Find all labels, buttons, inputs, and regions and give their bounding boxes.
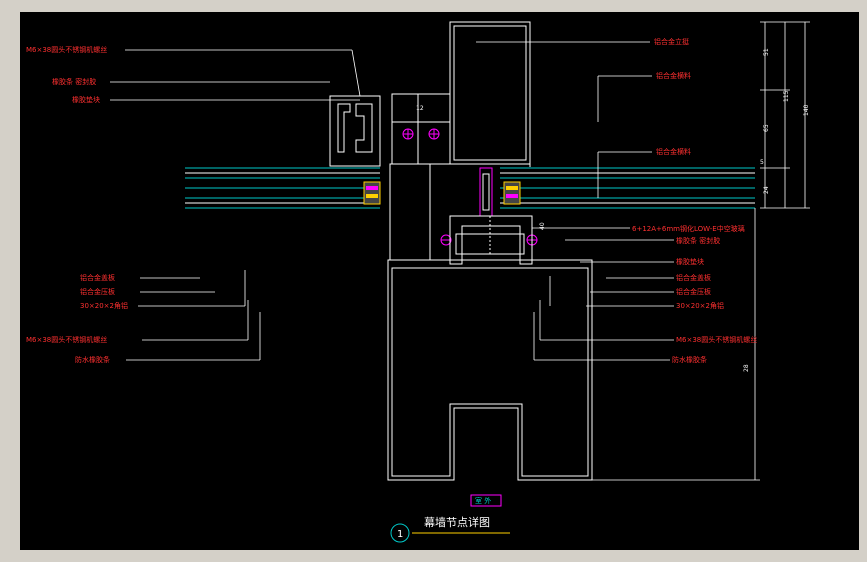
dim-51: 51: [763, 48, 770, 56]
label-left-7: 防水橡胶条: [75, 355, 110, 364]
label-right-10: 防水橡胶条: [672, 355, 707, 364]
label-right-6: 铝合金盖板: [676, 273, 711, 282]
label-left-4: 铝合金压板: [80, 287, 115, 296]
cad-drawing-viewport: M6×38圆头不锈钢机螺丝 橡胶条 密封胶 橡胶垫块 铝合金盖板 铝合金压板 3…: [20, 12, 859, 550]
gasket-blocks: [363, 167, 521, 217]
lower-mullion-box: [387, 259, 593, 481]
dim-40: 40: [539, 222, 546, 230]
label-right-4: 橡胶条 密封胶: [676, 236, 720, 245]
dim-12: 12: [416, 105, 424, 112]
labels-left: M6×38圆头不锈钢机螺丝 橡胶条 密封胶 橡胶垫块 铝合金盖板 铝合金压板 3…: [26, 45, 128, 364]
label-left-2: 橡胶垫块: [72, 95, 100, 104]
labels-right: 铝合金立挺 铝合金横料 铝合金横料 6+12A+6mm钢化LOW-E中空玻璃 橡…: [632, 37, 757, 364]
dim-28: 28: [743, 364, 750, 372]
label-left-1: 橡胶条 密封胶: [52, 77, 96, 86]
dim-140: 140: [803, 104, 810, 116]
label-right-2: 铝合金横料: [656, 147, 691, 156]
label-right-1: 铝合金横料: [656, 71, 691, 80]
dimension-lines: [592, 21, 810, 481]
node-number-circle: [390, 523, 410, 543]
label-left-5: 30×20×2角铝: [80, 301, 128, 310]
dim-24: 24: [763, 186, 770, 194]
dim-65: 65: [763, 124, 770, 132]
label-left-6: M6×38圆头不锈钢机螺丝: [26, 335, 107, 344]
curtain-wall-node-drawing: M6×38圆头不锈钢机螺丝 橡胶条 密封胶 橡胶垫块 铝合金盖板 铝合金压板 3…: [20, 12, 859, 550]
drawing-title: 幕墙节点详图: [424, 515, 490, 529]
node-number: 1: [397, 529, 403, 540]
dim-5: 5: [760, 159, 764, 166]
side-tag-box: [470, 494, 502, 507]
leader-lines-left: [110, 49, 361, 361]
left-transom-profile: [329, 93, 451, 167]
label-right-3: 6+12A+6mm钢化LOW-E中空玻璃: [632, 224, 745, 233]
dimension-values: 51 115 140 65 5 24 12 40 28: [416, 48, 810, 372]
label-left-3: 铝合金盖板: [80, 273, 115, 282]
side-tag: 室 外: [475, 496, 491, 505]
label-right-8: 30×20×2角铝: [676, 301, 724, 310]
leader-lines-right: [476, 41, 674, 361]
drawing-background: [20, 12, 859, 550]
label-right-5: 橡胶垫块: [676, 257, 704, 266]
glass-upper: [185, 167, 755, 209]
label-left-0: M6×38圆头不锈钢机螺丝: [26, 45, 107, 54]
label-right-0: 铝合金立挺: [654, 37, 689, 46]
glass-edge-lines: [185, 172, 755, 204]
dim-115: 115: [783, 90, 790, 102]
mullion-profile: [449, 21, 531, 167]
label-right-7: 铝合金压板: [676, 287, 711, 296]
label-right-9: M6×38圆头不锈钢机螺丝: [676, 335, 757, 344]
